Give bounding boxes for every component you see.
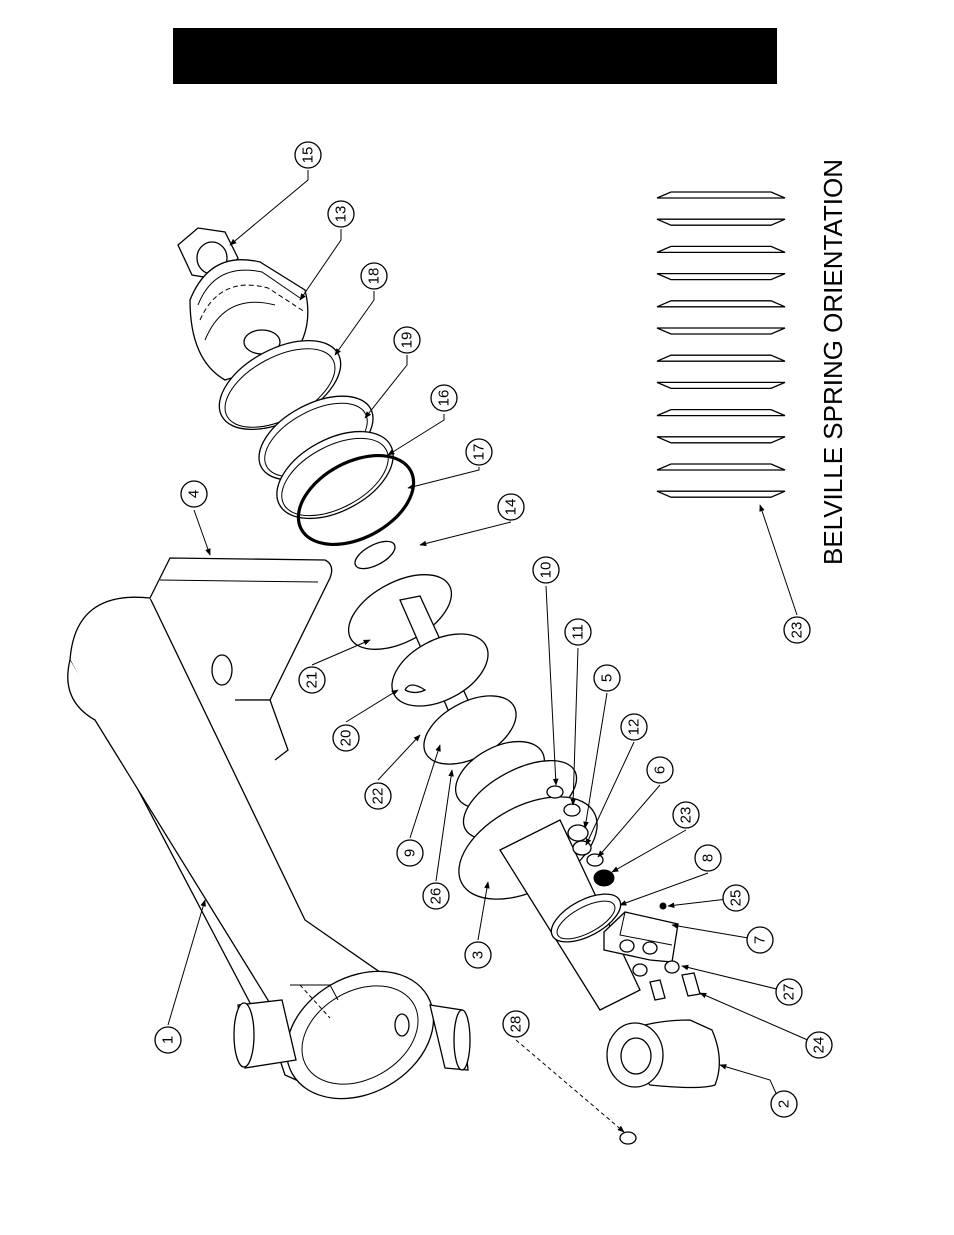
callout-26: 26 [423, 883, 449, 909]
svg-text:9: 9 [402, 849, 419, 857]
callout-2: 2 [771, 1091, 797, 1117]
callout-7: 7 [747, 927, 773, 953]
svg-text:11: 11 [570, 624, 587, 640]
svg-text:2: 2 [776, 1100, 793, 1108]
svg-text:20: 20 [338, 730, 355, 747]
svg-text:18: 18 [366, 268, 383, 285]
rod-end-eye [607, 1020, 719, 1088]
callout-19: 19 [394, 327, 420, 353]
callout-27: 27 [776, 979, 802, 1005]
svg-text:13: 13 [333, 206, 350, 223]
belleville-disc [657, 437, 785, 443]
callout-17: 17 [466, 439, 492, 465]
svg-text:21: 21 [304, 672, 321, 689]
callout-4: 4 [181, 481, 207, 507]
svg-text:14: 14 [503, 499, 520, 516]
belleville-spring-stack [657, 192, 785, 497]
svg-text:19: 19 [399, 332, 416, 349]
callout-20: 20 [333, 725, 359, 751]
callout-3: 3 [465, 942, 491, 968]
callout-5: 5 [594, 665, 620, 691]
orientation-label: BELVILLE SPRING ORIENTATION [818, 159, 848, 565]
belleville-disc [657, 328, 785, 334]
svg-text:25: 25 [728, 890, 745, 907]
callout-9: 9 [397, 840, 423, 866]
callout-28: 28 [503, 1011, 529, 1037]
svg-text:7: 7 [752, 936, 769, 944]
belleville-disc [657, 246, 785, 252]
svg-text:10: 10 [538, 562, 555, 579]
svg-text:17: 17 [471, 444, 488, 461]
callout-13: 13 [328, 201, 354, 227]
svg-text:8: 8 [700, 854, 717, 862]
belleville-disc [657, 410, 785, 416]
belleville-disc [657, 274, 785, 280]
svg-text:1: 1 [160, 1036, 177, 1044]
svg-text:15: 15 [300, 147, 317, 164]
svg-text:22: 22 [370, 788, 387, 805]
belleville-disc [657, 355, 785, 361]
svg-text:12: 12 [626, 719, 643, 736]
svg-text:26: 26 [428, 888, 445, 905]
callout-23: 23 [784, 617, 810, 643]
belleville-disc [657, 192, 785, 198]
callout-12: 12 [621, 714, 647, 740]
belleville-disc [657, 219, 785, 225]
callout-6: 6 [647, 757, 673, 783]
callout-21: 21 [299, 667, 325, 693]
svg-text:3: 3 [470, 951, 487, 959]
svg-text:5: 5 [599, 674, 616, 682]
svg-text:16: 16 [436, 390, 453, 407]
callout-11: 11 [565, 619, 591, 645]
svg-text:23: 23 [789, 622, 806, 639]
callout-10: 10 [533, 557, 559, 583]
svg-text:27: 27 [781, 984, 798, 1001]
svg-text:23: 23 [678, 807, 695, 824]
svg-text:6: 6 [652, 766, 669, 774]
callout-24: 24 [806, 1032, 832, 1058]
svg-text:24: 24 [811, 1037, 828, 1054]
callout-15: 15 [295, 142, 321, 168]
callout-23: 23 [673, 802, 699, 828]
belleville-disc [657, 382, 785, 388]
svg-text:28: 28 [508, 1016, 525, 1033]
belleville-disc [657, 464, 785, 470]
callout-8: 8 [695, 845, 721, 871]
belleville-disc [657, 491, 785, 497]
callout-16: 16 [431, 385, 457, 411]
svg-text:4: 4 [186, 490, 203, 498]
callout-1: 1 [155, 1027, 181, 1053]
callout-18: 18 [361, 263, 387, 289]
callout-14: 14 [498, 494, 524, 520]
belleville-disc [657, 301, 785, 307]
callout-25: 25 [723, 885, 749, 911]
callout-22: 22 [365, 783, 391, 809]
